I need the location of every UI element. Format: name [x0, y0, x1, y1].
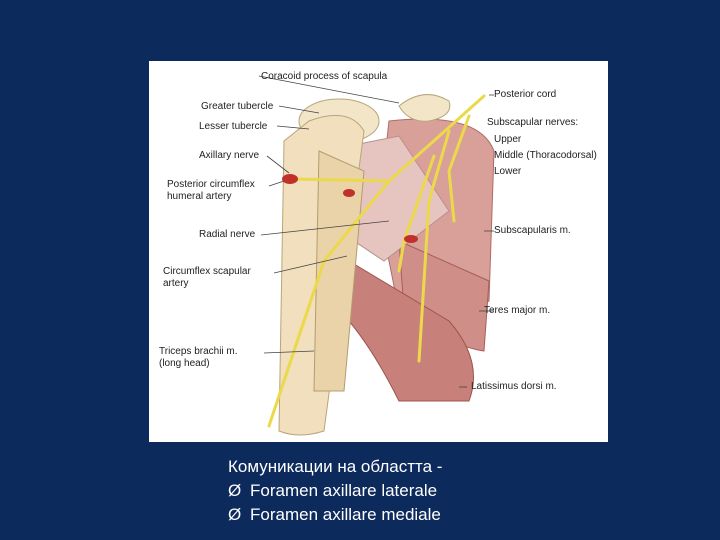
- label-lesser-tubercle: Lesser tubercle: [199, 121, 268, 132]
- anatomy-drawing: [258, 75, 495, 436]
- label-triceps: Triceps brachii m.: [159, 346, 238, 357]
- label-middle: Middle (Thoracodorsal): [494, 150, 597, 161]
- latissimus-muscle: [348, 260, 474, 402]
- label-axillary-nerve: Axillary nerve: [199, 150, 260, 161]
- label-long-head: (long head): [159, 358, 210, 369]
- thoracodorsal-nerve: [417, 129, 451, 363]
- label-subscapular-nerves: Subscapular nerves:: [487, 117, 579, 128]
- label-greater-tubercle: Greater tubercle: [201, 101, 274, 112]
- label-latissimus: Latissimus dorsi m.: [471, 381, 557, 392]
- artery-2: [343, 189, 355, 197]
- leader-lines: [258, 75, 494, 388]
- post-circ-artery: [282, 174, 298, 184]
- label-upper: Upper: [494, 134, 522, 145]
- caption-item: Ø Foramen axillare mediale: [228, 503, 442, 527]
- bullet-arrow-icon: Ø: [228, 481, 242, 500]
- label-teres-major: Teres major m.: [484, 305, 551, 316]
- anatomy-figure: Coracoid process of scapula Greater tube…: [149, 61, 608, 442]
- label-circumflex-scapular: Circumflex scapular: [163, 266, 251, 277]
- label-humeral-artery: humeral artery: [167, 191, 232, 202]
- label-posterior-cord: Posterior cord: [494, 89, 557, 100]
- caption-item-text: Foramen axillare laterale: [250, 481, 438, 500]
- nerves: [267, 94, 486, 428]
- triceps-long-head: [313, 150, 365, 392]
- subscapular-upper-nerve: [447, 114, 471, 223]
- subscapular-lower-nerve: [397, 154, 436, 273]
- circ-scap-artery: [404, 235, 418, 243]
- caption-item: Ø Foramen axillare laterale: [228, 479, 442, 503]
- posterior-cord-nerve: [267, 94, 486, 428]
- arteries: [282, 174, 418, 243]
- axillary-nerve: [292, 177, 391, 183]
- caption-item-text: Foramen axillare mediale: [250, 505, 441, 524]
- label-lower: Lower: [494, 166, 522, 177]
- label-scapular-artery: artery: [163, 278, 189, 289]
- label-radial-nerve: Radial nerve: [199, 229, 256, 240]
- caption-title: Комуникации на областта -: [228, 457, 443, 476]
- coracoid-process: [398, 94, 451, 122]
- caption: Комуникации на областта - Ø Foramen axill…: [228, 455, 442, 527]
- bullet-arrow-icon: Ø: [228, 505, 242, 524]
- label-coracoid: Coracoid process of scapula: [261, 71, 388, 82]
- label-posterior-circumflex: Posterior circumflex: [167, 179, 255, 190]
- label-subscapularis: Subscapularis m.: [494, 225, 571, 236]
